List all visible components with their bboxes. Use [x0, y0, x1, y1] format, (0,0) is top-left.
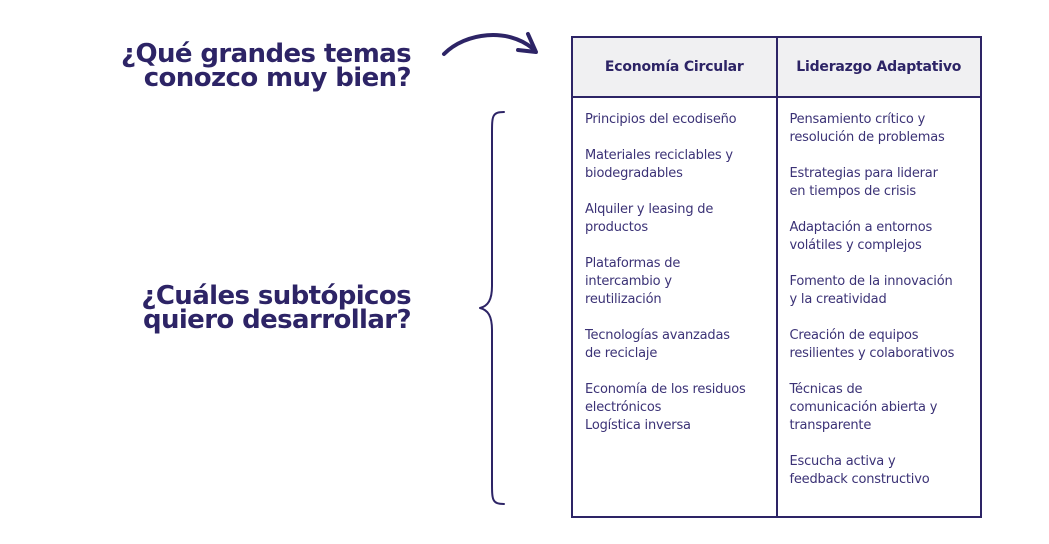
list-item: Creación de equipos resilientes y colabo… [789, 328, 955, 361]
list-item: Principios del ecodiseño [585, 112, 737, 127]
column-header: Liderazgo Adaptativo [777, 38, 980, 98]
list-item: Estrategias para liderar en tiempos de c… [789, 166, 938, 199]
list-item: Plataformas de intercambio y reutilizaci… [585, 256, 681, 307]
question-main-topics: ¿Qué grandes temas conozco muy bien? [120, 39, 412, 93]
list-item: Materiales reciclables y biodegradables [585, 148, 733, 181]
question-main-topics-text: ¿Qué grandes temas conozco muy bien? [120, 39, 412, 93]
list-item: Fomento de la innovación y la creativida… [789, 274, 953, 307]
question-subtopics-text: ¿Cuáles subtópicos quiero desarrollar? [141, 281, 411, 335]
list-item: Adaptación a entornos volátiles y comple… [789, 220, 933, 253]
list-item: Economía de los residuos electrónicos Lo… [585, 382, 746, 433]
list-item: Tecnologías avanzadas de reciclaje [585, 328, 730, 361]
question-subtopics: ¿Cuáles subtópicos quiero desarrollar? [141, 281, 411, 335]
list-item: Alquiler y leasing de productos [585, 202, 714, 235]
list-item: Pensamiento crítico y resolución de prob… [789, 112, 945, 145]
left-curly-brace-icon [479, 111, 505, 505]
column-header: Economía Circular [573, 38, 776, 98]
list-item: Técnicas de comunicación abierta y trans… [789, 382, 938, 433]
list-item: Escucha activa y feedback constructivo [789, 454, 930, 487]
subtopic-list: Pensamiento crítico y resolución de prob… [778, 98, 981, 507]
curved-arrow-right-icon [442, 32, 538, 56]
